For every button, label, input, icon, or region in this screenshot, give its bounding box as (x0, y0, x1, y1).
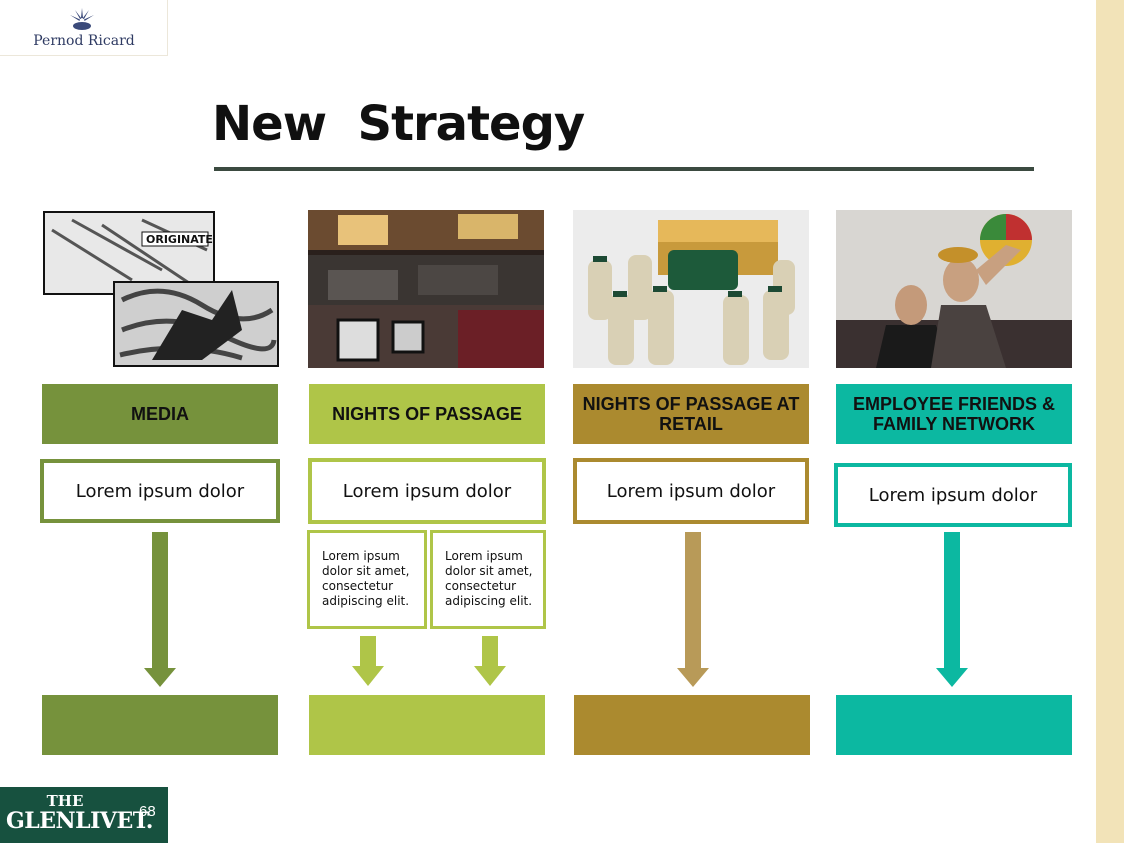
sub-text-box: Lorem ipsum dolor sit amet, consectetur … (307, 530, 427, 629)
sidebar-strip (1096, 0, 1124, 843)
down-arrow-icon (474, 636, 506, 686)
glenlivet-logo (0, 787, 168, 843)
down-arrow-icon (677, 532, 709, 687)
retail-display-image (573, 210, 809, 368)
media-text-box: Lorem ipsum dolor (40, 459, 280, 523)
column-label-media: MEDIA (42, 384, 278, 444)
retail-text-box: Lorem ipsum dolor (573, 458, 809, 524)
column-label-nights-of-passage: NIGHTS OF PASSAGE (309, 384, 545, 444)
svg-text:ORIGINATE: ORIGINATE (146, 233, 213, 246)
page-number: 68 (139, 803, 156, 820)
media-result-box (42, 695, 278, 755)
nights-text-box: Lorem ipsum dolor (308, 458, 546, 524)
page-title: New Strategy (212, 96, 585, 152)
employee-result-box (836, 695, 1072, 755)
storyboard-sketch-image: ORIGINATE (42, 210, 280, 368)
retail-result-box (574, 695, 810, 755)
brand-name: GLENLIVET. (6, 808, 153, 834)
star-logo-icon (70, 8, 94, 30)
down-arrow-icon (144, 532, 176, 687)
nights-result-box (309, 695, 545, 755)
title-divider (214, 167, 1034, 171)
tasting-event-image (836, 210, 1072, 368)
column-label-employee-network: EMPLOYEE FRIENDS & FAMILY NETWORK (836, 384, 1072, 444)
brand-the: THE (46, 792, 84, 810)
logo-text: Pernod Ricard (33, 33, 135, 49)
column-label-nights-of-passage-retail: NIGHTS OF PASSAGE AT RETAIL (573, 384, 809, 444)
employee-text-box: Lorem ipsum dolor (834, 463, 1072, 527)
lounge-room-image (308, 210, 544, 368)
sub-text-box: Lorem ipsum dolor sit amet, consectetur … (430, 530, 546, 629)
down-arrow-icon (352, 636, 384, 686)
down-arrow-icon (936, 532, 968, 687)
